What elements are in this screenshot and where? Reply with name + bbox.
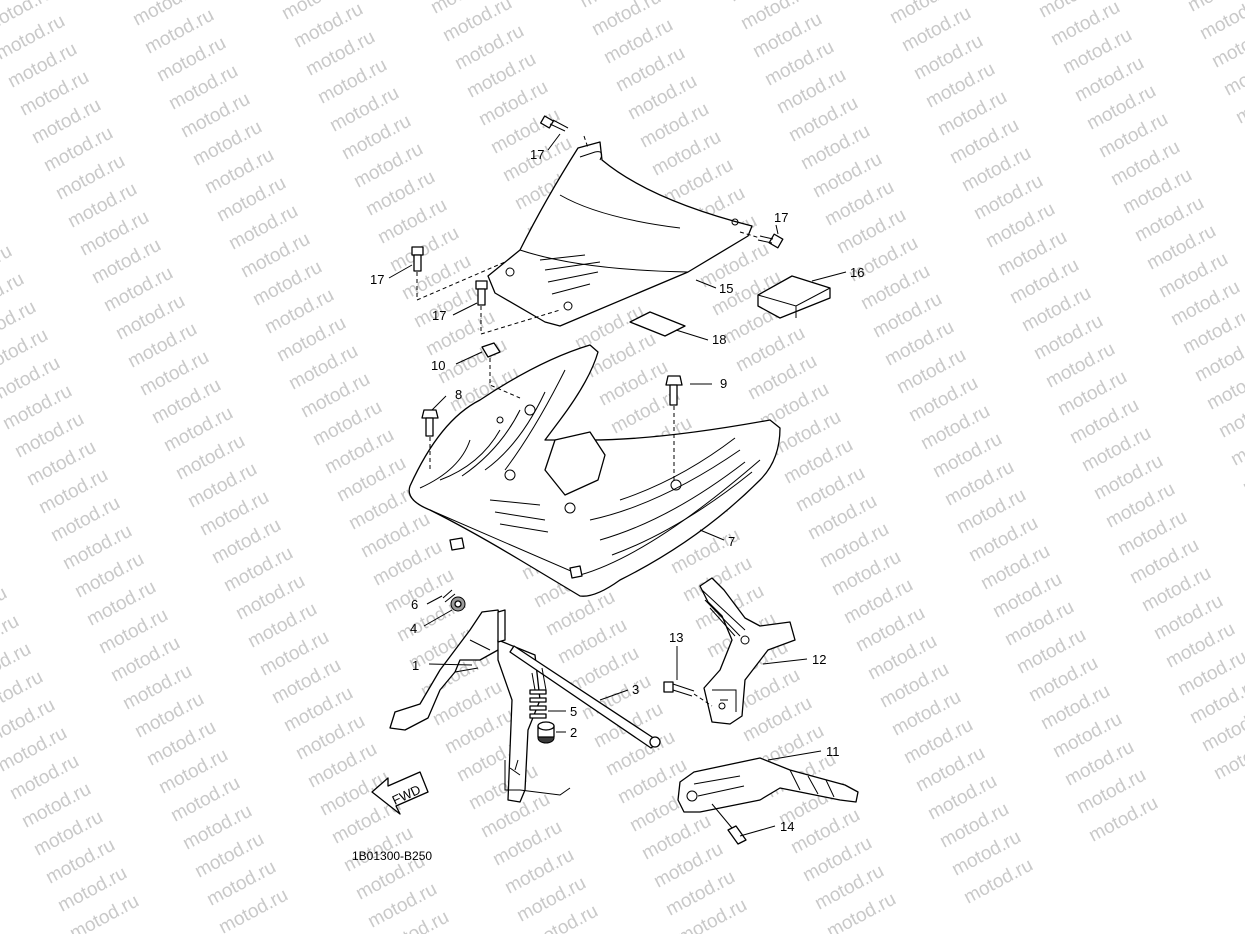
- callout-14: 14: [780, 819, 794, 834]
- drawing-code: 1B01300-B250: [352, 849, 432, 863]
- callout-16: 16: [850, 265, 864, 280]
- part-15-cover: [487, 141, 753, 327]
- part-11-footrest: [677, 757, 859, 813]
- part-16-pad: [757, 275, 831, 319]
- callout-15: 15: [719, 281, 733, 296]
- callout-12: 12: [812, 652, 826, 667]
- dash-17-right: [739, 231, 761, 239]
- part-3-shaft: [509, 645, 661, 749]
- callouts: 17 17 17 17 15 16 18 10 8 9 7 6 4 1 3 5 …: [370, 147, 864, 834]
- callout-6: 6: [411, 597, 418, 612]
- part-1-main-stand: [389, 609, 571, 803]
- callout-4: 4: [410, 621, 417, 636]
- part-18-label: [629, 311, 686, 337]
- callout-8: 8: [455, 387, 462, 402]
- dash-17-top: [583, 135, 589, 149]
- callout-17-left: 17: [370, 272, 384, 287]
- callout-17-mid: 17: [432, 308, 446, 323]
- callout-5: 5: [570, 704, 577, 719]
- part-7-floorboard: [408, 344, 781, 597]
- bolt-17-right: [757, 233, 784, 249]
- callout-7: 7: [728, 534, 735, 549]
- callout-10: 10: [431, 358, 445, 373]
- callout-9: 9: [720, 376, 727, 391]
- leader-lines: [388, 133, 847, 837]
- bolt-17-top: [540, 115, 569, 132]
- part-13-bolt: [663, 681, 713, 707]
- callout-17-top: 17: [530, 147, 544, 162]
- part-10-clip: [481, 342, 521, 399]
- part-12-footrest-bracket: [699, 577, 796, 725]
- callout-1: 1: [412, 658, 419, 673]
- part-2-stopper: [537, 721, 555, 744]
- bolt-17-mid: [475, 280, 561, 335]
- callout-2: 2: [570, 725, 577, 740]
- callout-11: 11: [826, 744, 840, 759]
- part-14-bolt: [711, 803, 747, 845]
- part-9-bolt: [665, 375, 683, 480]
- callout-17-right: 17: [774, 210, 788, 225]
- part-4-washer: [450, 596, 466, 612]
- callout-18: 18: [712, 332, 726, 347]
- part-6-cotter-pin: [442, 589, 456, 603]
- bolt-17-left: [411, 246, 506, 301]
- part-5-spring: [529, 667, 547, 719]
- callout-13: 13: [669, 630, 683, 645]
- callout-3: 3: [632, 682, 639, 697]
